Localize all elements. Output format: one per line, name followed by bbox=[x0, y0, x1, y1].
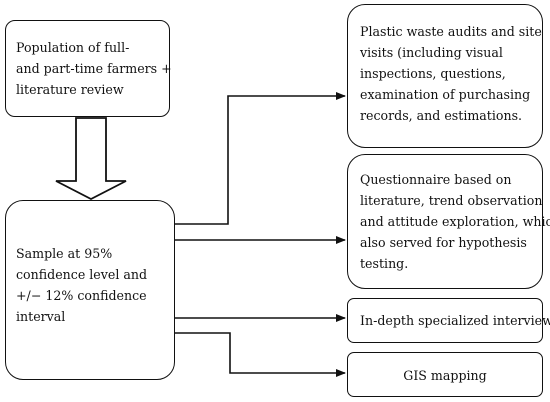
questionnaire-node-line-2: literature, trend observation bbox=[360, 193, 543, 208]
sample-node-line-1: Sample at 95% bbox=[16, 246, 113, 261]
sample-node-line-2: confidence level and bbox=[16, 267, 148, 282]
gis-node-line-1: GIS mapping bbox=[403, 368, 487, 383]
questionnaire-node-line-3: and attitude exploration, which bbox=[360, 214, 550, 229]
population-node: Population of full- and part-time farmer… bbox=[5, 20, 172, 117]
interviews-node: In-depth specialized interviews bbox=[347, 298, 550, 343]
population-node-line-2: and part-time farmers + bbox=[16, 61, 172, 76]
audits-node-line-4: examination of purchasing bbox=[360, 87, 531, 102]
audits-node-line-5: records, and estimations. bbox=[360, 108, 523, 123]
audits-node: Plastic waste audits and site visits (in… bbox=[347, 4, 543, 148]
questionnaire-node-line-5: testing. bbox=[360, 256, 409, 271]
audits-node-line-2: visits (including visual bbox=[360, 45, 503, 60]
arrow-sample-to-gis bbox=[175, 332, 346, 377]
population-node-line-1: Population of full- bbox=[16, 40, 130, 55]
questionnaire-node: Questionnaire based on literature, trend… bbox=[347, 154, 550, 289]
sample-node-line-4: interval bbox=[16, 309, 66, 324]
sample-node-line-3: +/− 12% confidence bbox=[16, 288, 147, 303]
audits-node-line-3: inspections, questions, bbox=[360, 66, 506, 81]
interviews-node-line-1: In-depth specialized interviews bbox=[360, 313, 550, 328]
population-node-line-3: literature review bbox=[16, 82, 124, 97]
questionnaire-node-line-1: Questionnaire based on bbox=[360, 172, 512, 187]
block-arrow-population-to-sample bbox=[55, 117, 127, 201]
questionnaire-node-line-4: also served for hypothesis bbox=[360, 235, 527, 250]
gis-node: GIS mapping bbox=[347, 352, 543, 397]
arrow-sample-to-audits bbox=[175, 92, 346, 225]
sample-node: Sample at 95% confidence level and +/− 1… bbox=[5, 200, 175, 380]
audits-node-line-1: Plastic waste audits and site bbox=[360, 24, 542, 39]
